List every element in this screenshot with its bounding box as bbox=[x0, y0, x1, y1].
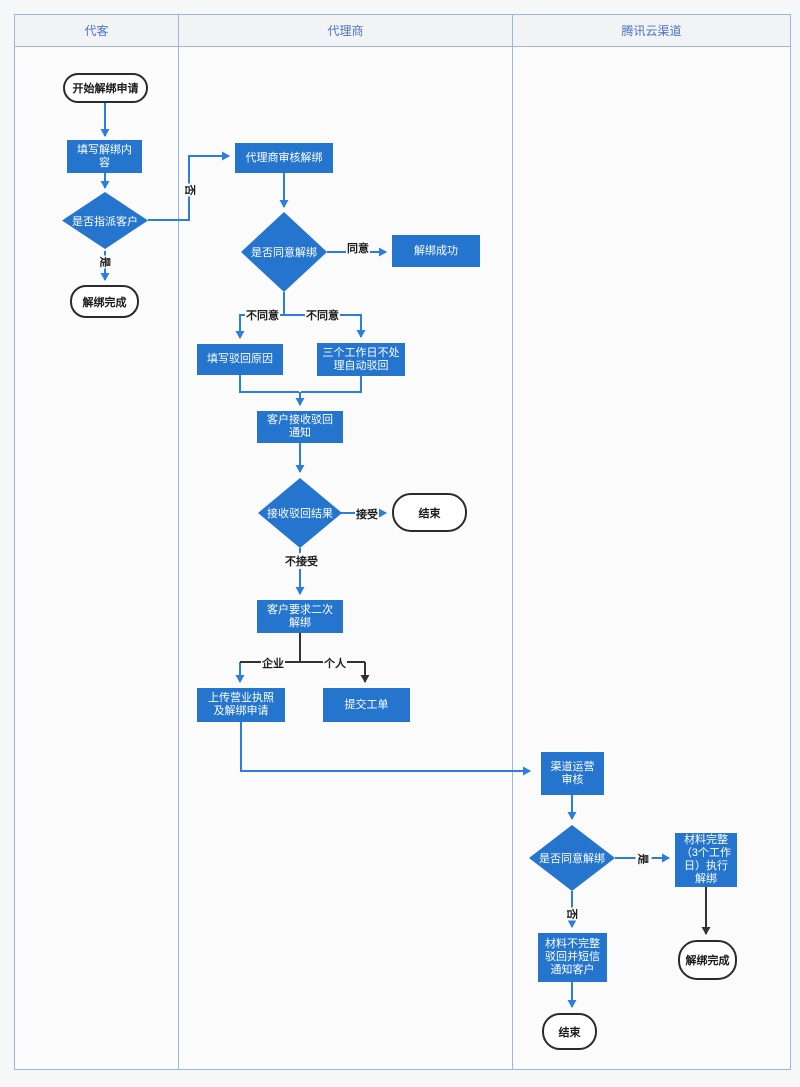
node-upload-license: 上传营业执照及解绑申请 bbox=[197, 688, 285, 722]
node-start: 开始解绑申请 bbox=[63, 73, 148, 103]
node-second-unbind-request: 客户要求二次解绑 bbox=[257, 600, 343, 633]
lane-header-channel: 腾讯云渠道 bbox=[513, 15, 790, 47]
edge-label-yes-1: 是 bbox=[97, 255, 114, 269]
node-material-complete: 材料完整（3个工作日）执行解绑 bbox=[675, 833, 737, 887]
node-unbind-done-1: 解绑完成 bbox=[70, 285, 139, 318]
node-unbind-success: 解绑成功 bbox=[392, 235, 480, 267]
node-end-1: 结束 bbox=[392, 493, 467, 532]
node-unbind-done-2: 解绑完成 bbox=[678, 940, 737, 980]
node-receive-reject-notice: 客户接收驳回通知 bbox=[257, 411, 343, 443]
node-channel-review: 渠道运营审核 bbox=[541, 752, 604, 795]
edge-label-disagree-right: 不同意 bbox=[305, 307, 340, 323]
lane-header-customer: 代客 bbox=[15, 15, 178, 47]
swimlane-frame bbox=[14, 14, 791, 1070]
edge-label-accept: 接受 bbox=[355, 506, 379, 522]
node-end-2: 结束 bbox=[542, 1013, 597, 1050]
node-auto-reject: 三个工作日不处理自动驳回 bbox=[317, 343, 405, 376]
edge-label-not-accept: 不接受 bbox=[284, 553, 319, 569]
edge-label-agree: 同意 bbox=[346, 240, 370, 256]
edge-label-enterprise: 企业 bbox=[261, 655, 285, 671]
node-submit-ticket: 提交工单 bbox=[323, 688, 410, 722]
edge-label-no-1: 否 bbox=[182, 183, 199, 197]
edge-label-no-2: 否 bbox=[564, 907, 581, 921]
edge-label-disagree-left: 不同意 bbox=[245, 307, 280, 323]
node-fill-content: 填写解绑内容 bbox=[67, 140, 142, 173]
node-fill-reject-reason: 填写驳回原因 bbox=[197, 344, 283, 375]
edge-label-yes-2: 是 bbox=[635, 852, 652, 866]
lane-header-agent: 代理商 bbox=[179, 15, 512, 47]
node-agent-review: 代理商审核解绑 bbox=[235, 143, 333, 173]
lane-divider-2 bbox=[512, 14, 513, 1070]
edge-label-personal: 个人 bbox=[323, 655, 347, 671]
lane-divider-1 bbox=[178, 14, 179, 1070]
node-material-incomplete: 材料不完整驳回并短信通知客户 bbox=[538, 933, 607, 982]
